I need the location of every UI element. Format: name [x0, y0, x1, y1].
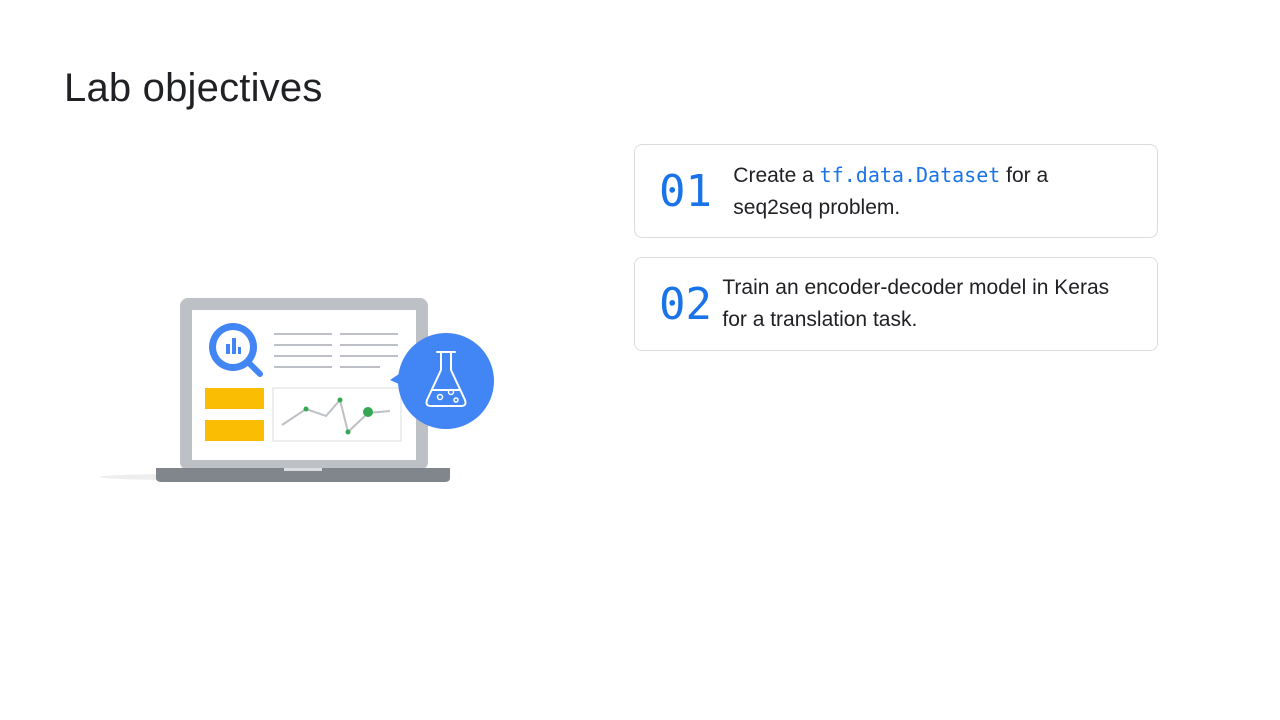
objective-text: Create a tf.data.Dataset for a seq2seq p…	[733, 159, 1157, 224]
laptop-illustration	[90, 290, 510, 490]
objective-number: 02	[659, 278, 712, 330]
objective-number: 01	[659, 165, 712, 217]
objective-card-1: 01 Create a tf.data.Dataset for a seq2se…	[634, 144, 1158, 238]
objective-text: Train an encoder-decoder model in Keras …	[722, 276, 1110, 331]
laptop-graphic	[100, 298, 494, 482]
code-snippet: tf.data.Dataset	[819, 162, 1001, 187]
flask-icon	[390, 333, 494, 429]
objectives-list: 01 Create a tf.data.Dataset for a seq2se…	[634, 144, 1158, 370]
slide-title: Lab objectives	[64, 66, 323, 110]
objective-card-2: 02 Train an encoder-decoder model in Ker…	[634, 257, 1158, 351]
objective-text-part: for a seq2seq problem.	[733, 163, 1049, 219]
magnifier-chart-icon	[209, 323, 263, 377]
objective-text-part: Create a	[733, 163, 820, 187]
